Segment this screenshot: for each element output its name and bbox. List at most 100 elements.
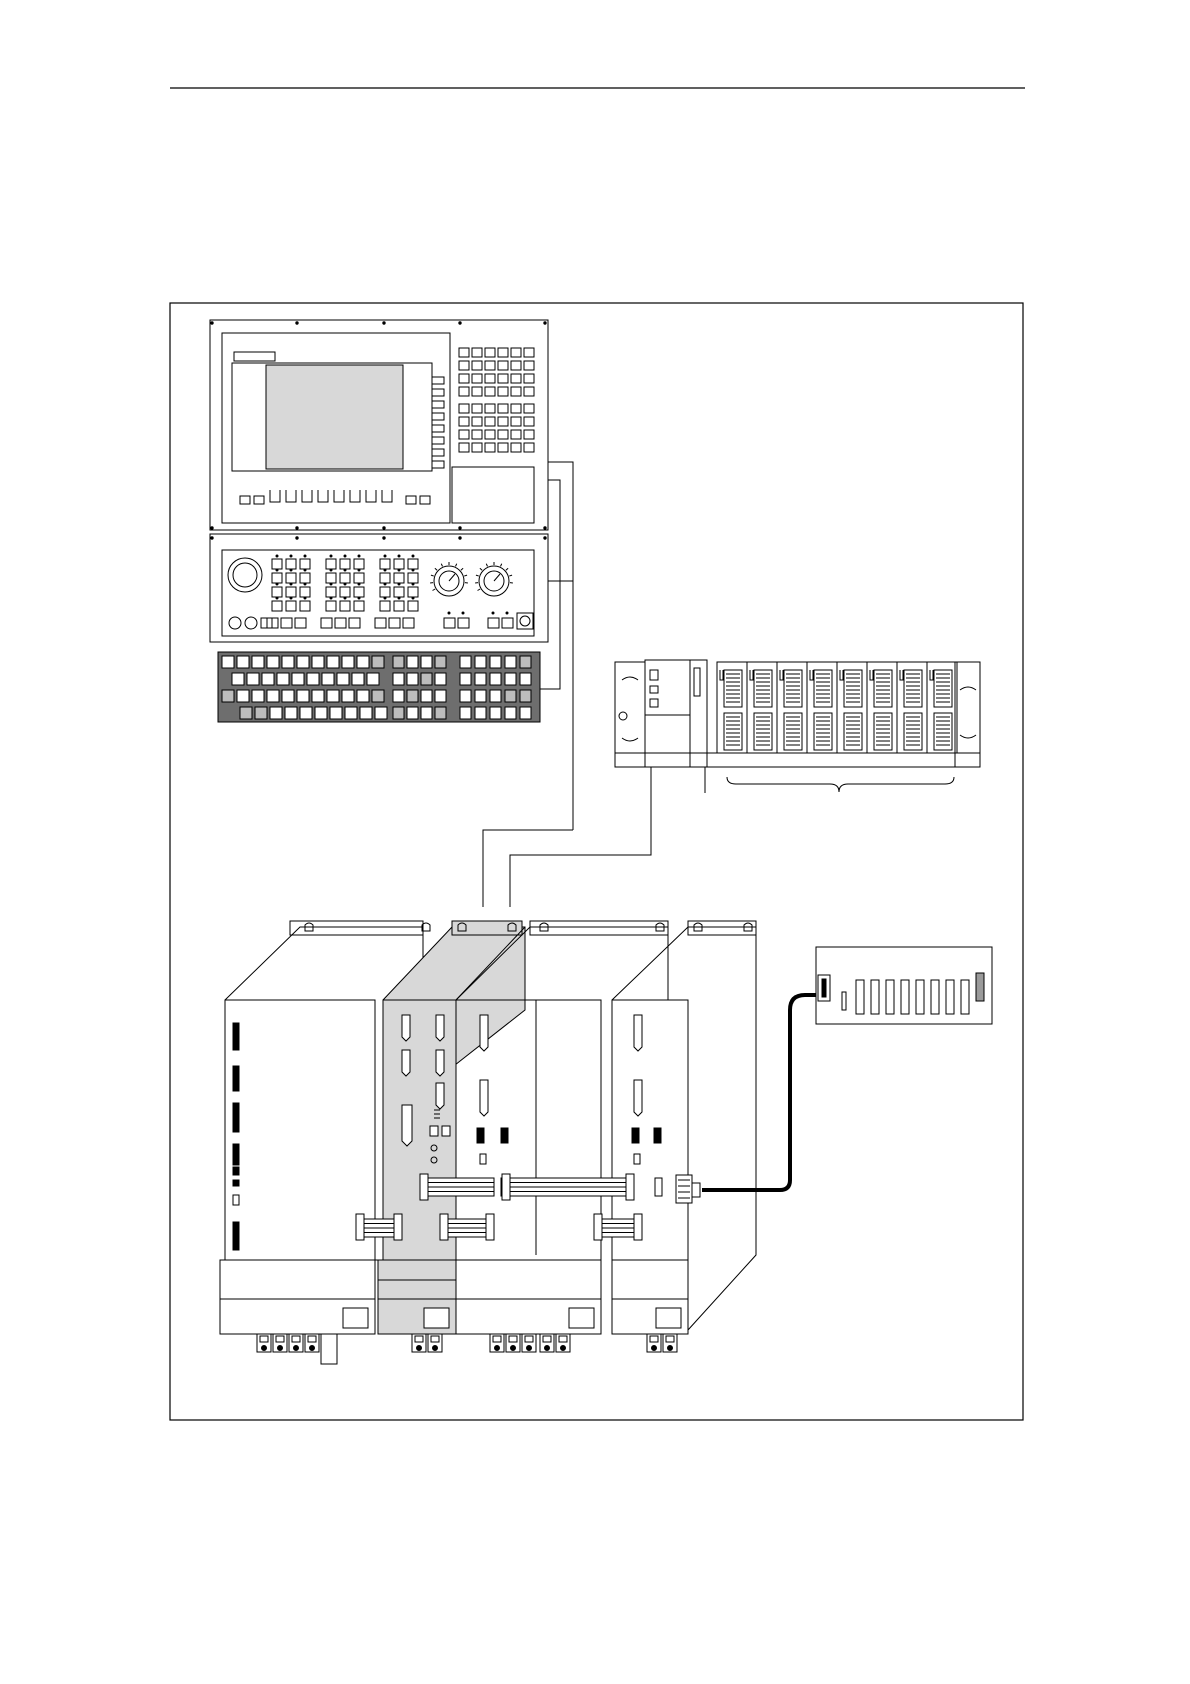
keypad-key <box>524 361 534 370</box>
mcp-key-led <box>290 597 292 599</box>
io-slot <box>931 980 939 1014</box>
keyboard-key <box>342 690 354 702</box>
mcp-bottom-key <box>335 618 346 628</box>
mcp-key-led <box>276 597 278 599</box>
psu-led <box>619 712 627 720</box>
override-handwheel-spindle <box>475 562 513 596</box>
mcp-key-led <box>412 555 414 557</box>
axis-mount-bracket <box>530 921 668 935</box>
keyboard-key <box>407 673 418 685</box>
screw-mark <box>544 322 546 324</box>
keyboard-key <box>252 656 264 668</box>
keyboard-key <box>327 690 339 702</box>
io-module-terminal-bottom <box>754 713 772 750</box>
io-module-clip <box>750 670 753 680</box>
axis-terminal-b-screw <box>545 1346 550 1351</box>
mcp-key-led <box>290 555 292 557</box>
plc-rail <box>615 753 980 767</box>
mcp-key <box>286 587 296 597</box>
single-axis-status-bar <box>654 1128 661 1143</box>
io-module-terminal-bottom <box>784 713 802 750</box>
vertical-softkey <box>432 461 444 468</box>
io-module-clip <box>840 670 843 680</box>
io-slot <box>916 980 924 1014</box>
mcp-key-led <box>358 583 360 585</box>
io-slot <box>856 980 864 1014</box>
keypad-key <box>459 361 469 370</box>
keypad-key <box>498 374 508 383</box>
supply-terminal-lug <box>321 1334 337 1364</box>
signal-cables <box>483 462 816 1190</box>
mcp-key <box>272 559 282 569</box>
io-board-connector-inner <box>822 979 826 997</box>
psu-clip-top <box>622 677 638 680</box>
io-slot <box>886 980 894 1014</box>
psu-clip-bottom <box>622 738 638 741</box>
knob-tick <box>441 564 442 567</box>
mcp-key-led <box>344 597 346 599</box>
supply-terminal-screw <box>294 1346 299 1351</box>
keyboard-key <box>490 673 501 685</box>
keypad-key <box>459 417 469 426</box>
mcp-feed-led <box>492 612 494 614</box>
screw-mark <box>459 322 461 324</box>
drive-group <box>220 921 756 1364</box>
keyboard-key <box>421 656 432 668</box>
keyboard-key <box>237 656 249 668</box>
keypad-key <box>498 348 508 357</box>
keypad-key <box>524 387 534 396</box>
keyboard-key <box>315 707 327 719</box>
nc-sub-d-connector <box>402 1015 410 1041</box>
io-slot <box>901 980 909 1014</box>
keyboard-key <box>357 656 369 668</box>
keypad-key <box>511 417 521 426</box>
io-slot <box>946 980 954 1014</box>
mcp-key-switch-knob <box>520 616 530 626</box>
nc-sub-d-connector <box>436 1050 444 1076</box>
keyboard-key <box>393 707 404 719</box>
mcp-round-key-2 <box>245 617 257 629</box>
nc-sub-d-connector <box>436 1015 444 1041</box>
vertical-softkey <box>432 437 444 444</box>
keyboard-key <box>505 690 516 702</box>
mcp-key <box>394 573 404 583</box>
mcp-key-led <box>358 555 360 557</box>
supply-led-bar <box>233 1023 239 1050</box>
vertical-softkey <box>432 401 444 408</box>
keyboard-key <box>360 707 372 719</box>
axis-terminal-a-screw <box>511 1346 516 1351</box>
io-board-led <box>842 992 846 1010</box>
monitor-label-strip <box>234 352 275 361</box>
power-section-cover <box>569 1308 594 1328</box>
plc-rack <box>615 660 980 793</box>
mcp-key-led <box>290 569 292 571</box>
keypad-key <box>472 374 482 383</box>
supply-led-bar <box>233 1103 239 1132</box>
ribbon-connector <box>634 1214 642 1240</box>
axis-connector <box>480 1080 488 1116</box>
plc-end-module <box>955 662 980 767</box>
io-slot <box>961 980 969 1014</box>
keyboard-key <box>337 673 349 685</box>
knob-tick <box>486 564 487 567</box>
mcp-key-led <box>344 555 346 557</box>
keypad-key <box>472 430 482 439</box>
keyboard-key <box>505 673 516 685</box>
keyboard-key <box>255 707 267 719</box>
keyboard-key <box>292 673 304 685</box>
mcp-key-led <box>398 583 400 585</box>
horizontal-softkey <box>350 490 360 502</box>
plc-io-modules <box>717 662 957 753</box>
mcp-key <box>300 587 310 597</box>
mcp-key-led <box>398 597 400 599</box>
mcp-key-led <box>384 597 386 599</box>
keyboard-key <box>421 707 432 719</box>
supply-led-bar <box>233 1066 239 1091</box>
keyboard-key <box>222 690 234 702</box>
mcp-key-led <box>304 583 306 585</box>
mcp-key-led <box>358 597 360 599</box>
keyboard-key <box>307 673 319 685</box>
mcp-feed-key <box>488 618 499 628</box>
io-board-slots <box>856 980 969 1014</box>
machine-control-panel <box>210 534 548 642</box>
